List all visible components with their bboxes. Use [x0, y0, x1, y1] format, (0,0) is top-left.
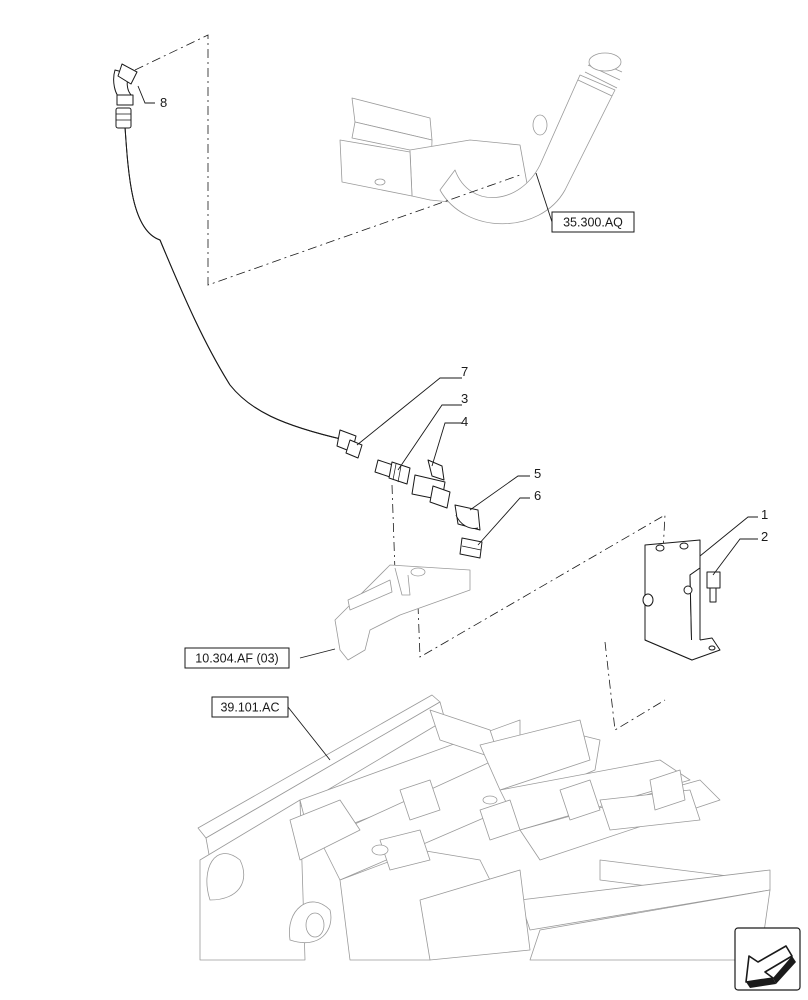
callout-5: 5	[534, 466, 541, 481]
reference-label: 10.304.AF (03)	[195, 652, 278, 666]
callout-4: 4	[461, 414, 468, 429]
front-direction-arrow-icon	[734, 927, 801, 991]
callout-2: 2	[761, 529, 768, 544]
callout-3: 3	[461, 391, 468, 406]
hydraulic-hose	[113, 63, 363, 459]
leader-lines	[137, 85, 758, 761]
callout-8: 8	[160, 95, 167, 110]
reference-label: 39.101.AC	[220, 701, 279, 715]
upper-tube-assembly	[339, 52, 623, 225]
assembly-dash-lines	[134, 34, 666, 731]
reference-box-35-300-aq[interactable]: 35.300.AQ	[551, 211, 635, 233]
callout-labels: 8 7 3 4 5 6 1 2	[160, 95, 768, 544]
callout-7: 7	[461, 364, 468, 379]
reference-box-10-304-af-03[interactable]: 10.304.AF (03)	[184, 647, 290, 669]
hose-fittings	[374, 459, 483, 559]
reference-label: 35.300.AQ	[563, 216, 623, 230]
mounting-plate	[334, 564, 471, 661]
callout-1: 1	[761, 507, 768, 522]
callout-6: 6	[534, 488, 541, 503]
reference-box-39-101-ac[interactable]: 39.101.AC	[211, 696, 289, 718]
mounting-bracket	[642, 539, 721, 661]
chassis-frame	[197, 694, 771, 961]
